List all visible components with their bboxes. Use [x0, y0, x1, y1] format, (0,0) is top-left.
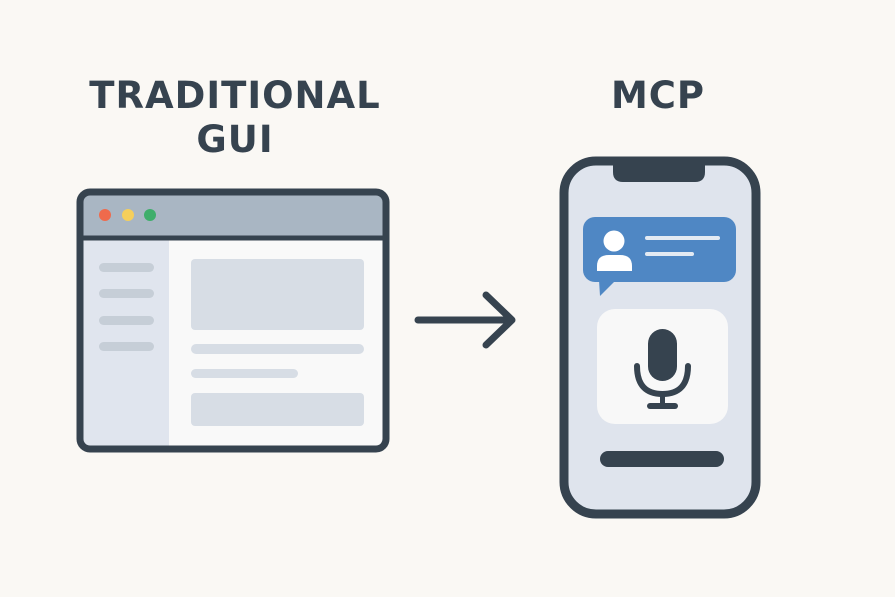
mcp-title: MCP: [611, 74, 705, 117]
browser-window-icon: [76, 188, 390, 453]
voice-input-card: [597, 309, 728, 424]
traditional-gui-title-line1: TRADITIONAL: [89, 74, 380, 117]
sidebar-placeholder-items: [99, 263, 154, 351]
microphone-icon: [634, 329, 691, 409]
phone-notch: [613, 161, 705, 182]
content-placeholders: [191, 259, 364, 426]
maximize-dot-icon: [144, 209, 156, 221]
user-avatar-icon: [603, 230, 625, 252]
close-dot-icon: [99, 209, 111, 221]
minimize-dot-icon: [122, 209, 134, 221]
arrow-right-icon: [414, 291, 516, 349]
home-bar: [600, 451, 724, 467]
traditional-gui-title-line2: GUI: [196, 118, 273, 161]
smartphone-icon: [559, 156, 761, 519]
chat-bubble: [583, 217, 736, 296]
